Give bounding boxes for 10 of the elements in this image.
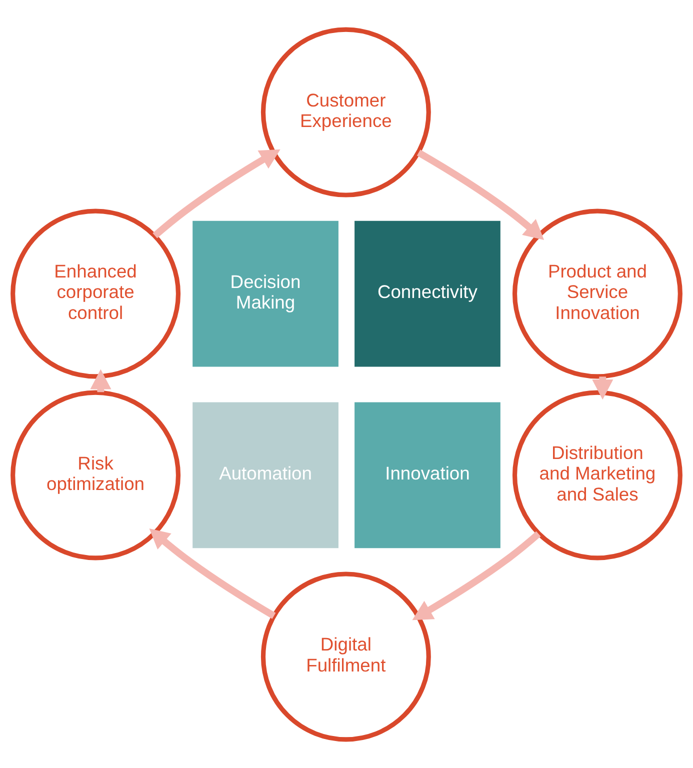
node-circle: Risk optimization (10, 390, 181, 560)
node-circle: Enhanced corporate control (10, 208, 181, 378)
arrow (152, 148, 280, 238)
node-circle: Product and Service Innovation (512, 208, 682, 378)
arrow (416, 149, 544, 240)
arrow (149, 528, 276, 618)
node-circle: Customer Experience (260, 26, 431, 197)
arrow (412, 530, 541, 620)
node-circle: Digital Fulfilment (260, 571, 431, 742)
node-circle: Distribution and Marketing and Sales (512, 390, 682, 560)
